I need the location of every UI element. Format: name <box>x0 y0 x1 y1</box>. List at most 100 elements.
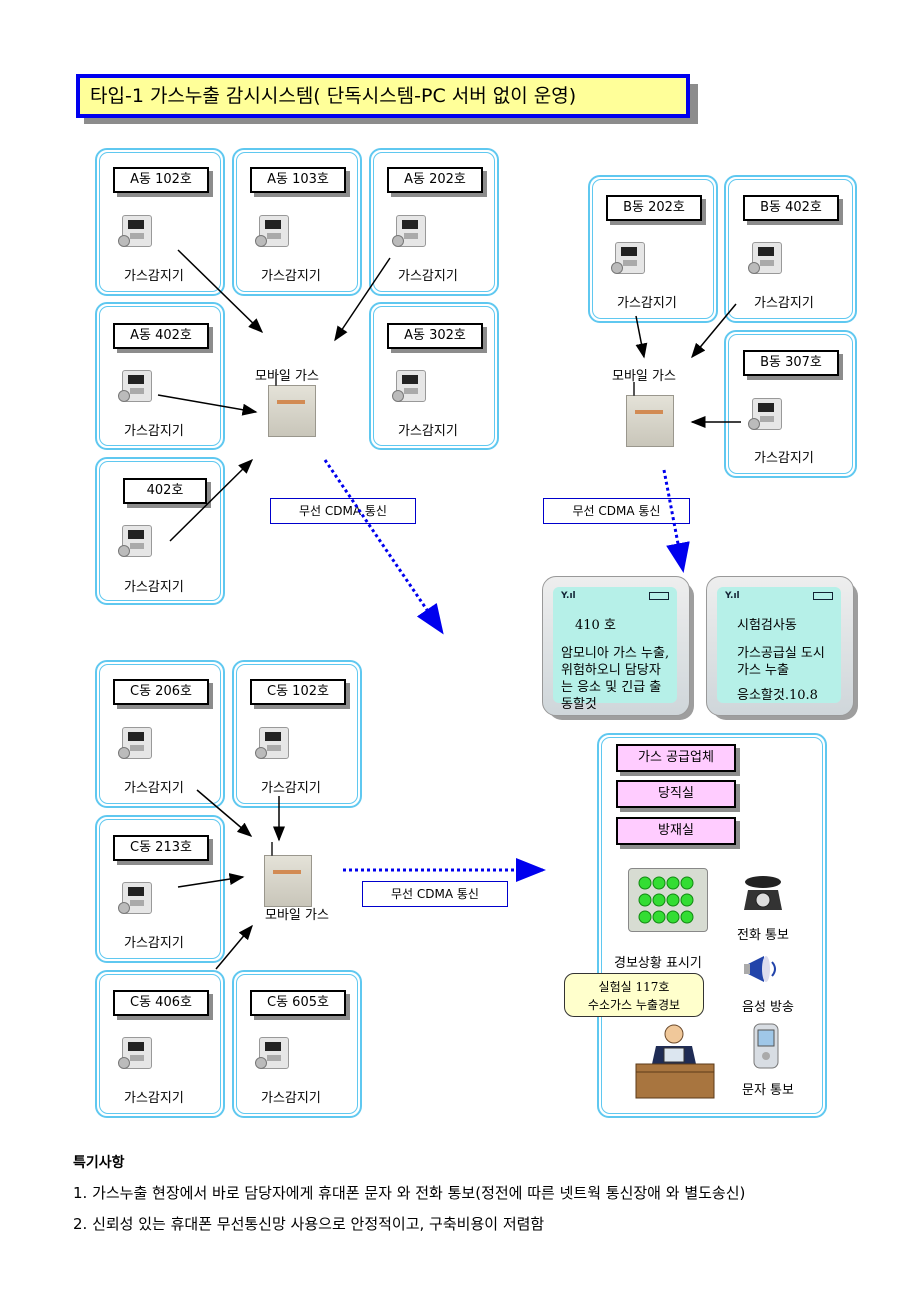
alarm-callout: 실험실 117호 수소가스 누출경보 <box>564 973 704 1017</box>
callout-line: 실험실 117호 <box>598 980 670 994</box>
unit-label-b202: B동 202호 <box>606 195 702 221</box>
supplier-label: 가스 공급업체 <box>616 744 736 772</box>
cdma-label: 무선 CDMA 통신 <box>362 881 508 907</box>
cdma-dotted-arrow <box>662 469 690 573</box>
detector-caption: 가스감지기 <box>124 781 184 796</box>
detector-caption: 가스감지기 <box>124 1091 184 1106</box>
phone-message-line: 위험하오니 담당자 <box>561 663 661 678</box>
gas-detector-icon <box>748 398 784 432</box>
gas-detector-icon <box>392 370 428 404</box>
arrow <box>169 458 254 542</box>
gas-detector-icon <box>611 242 647 276</box>
phone-message-line: 410 호 <box>575 618 616 633</box>
mobile-gas-device-icon <box>626 382 674 447</box>
mobile-gas-device-icon <box>268 372 316 437</box>
alarm-display-caption: 경보상황 표시기 <box>614 956 702 971</box>
phone-message-line: 동할것 <box>561 697 597 712</box>
phone-message-line: 암모니아 가스 누출, <box>561 646 670 661</box>
arrow <box>334 257 391 342</box>
unit-c605 <box>232 970 362 1118</box>
gas-detector-icon <box>118 727 154 761</box>
cellphone-icon <box>753 1023 779 1069</box>
unit-label-c406: C동 406호 <box>113 990 209 1016</box>
arrow <box>635 315 648 359</box>
arrow <box>177 249 264 334</box>
callout-line: 수소가스 누출경보 <box>587 998 681 1012</box>
cdma-label: 무선 CDMA 통신 <box>270 498 416 524</box>
operator-at-desk-icon <box>635 1024 715 1099</box>
phone-message-line: 가스공급실 도시 <box>737 646 825 661</box>
alarm-display-icon <box>628 868 708 932</box>
gas-detector-icon <box>118 370 154 404</box>
detector-caption: 가스감지기 <box>124 936 184 951</box>
gas-detector-icon <box>118 215 154 249</box>
unit-a102 <box>95 148 225 296</box>
phone-message-line: 는 응소 및 긴급 출 <box>561 680 662 695</box>
gas-detector-icon <box>255 215 291 249</box>
unit-label-c206: C동 206호 <box>113 679 209 705</box>
unit-label-402: 402호 <box>123 478 207 504</box>
arrow <box>691 303 737 359</box>
control-room-panel <box>597 733 827 1118</box>
unit-label-c102: C동 102호 <box>250 679 346 705</box>
diagram-title: 타입-1 가스누출 감시시스템( 단독시스템-PC 서버 없이 운영) <box>76 74 690 118</box>
cellphone-message-2: Y.ıl 시험검사동 가스공급실 도시 가스 누출 응소할것.10.8 <box>706 576 854 716</box>
note-line-2: 2. 신뢰성 있는 휴대폰 무선통신망 사용으로 안정적이고, 구축비용이 저렴… <box>73 1215 545 1233</box>
unit-a202 <box>369 148 499 296</box>
unit-a302 <box>369 302 499 450</box>
gas-detector-icon <box>255 1037 291 1071</box>
gas-detector-icon <box>118 1037 154 1071</box>
unit-402 <box>95 457 225 605</box>
cellphone-message-1: Y.ıl 410 호 암모니아 가스 누출, 위험하오니 담당자 는 응소 및 … <box>542 576 690 716</box>
note-line-1: 1. 가스누출 현장에서 바로 담당자에게 휴대폰 문자 와 전화 통보(정전에… <box>73 1184 746 1202</box>
megaphone-icon <box>744 956 776 982</box>
mobile-gas-label: 모바일 가스 <box>255 369 319 384</box>
cdma-label: 무선 CDMA 통신 <box>543 498 690 524</box>
unit-a402 <box>95 302 225 450</box>
detector-caption: 가스감지기 <box>754 451 814 466</box>
phone-message-line: 시험검사동 <box>737 618 797 633</box>
battery-icon <box>649 592 669 600</box>
mobile-gas-device-icon <box>264 842 312 907</box>
gas-detector-icon <box>392 215 428 249</box>
detector-caption: 가스감지기 <box>124 269 184 284</box>
arrow <box>177 873 245 888</box>
unit-label-b402: B동 402호 <box>743 195 839 221</box>
telephone-icon <box>744 876 782 910</box>
voice-broadcast-caption: 음성 방송 <box>742 1000 794 1015</box>
detector-caption: 가스감지기 <box>617 296 677 311</box>
unit-a103 <box>232 148 362 296</box>
unit-label-a402: A동 402호 <box>113 323 209 349</box>
arrow <box>215 924 253 970</box>
unit-label-a103: A동 103호 <box>250 167 346 193</box>
signal-icon: Y.ıl <box>561 591 576 601</box>
detector-caption: 가스감지기 <box>261 781 321 796</box>
arrow <box>157 394 258 416</box>
notes-heading: 특기사항 <box>73 1155 125 1171</box>
signal-icon: Y.ıl <box>725 591 740 601</box>
phone-message-line: 응소할것.10.8 <box>737 688 818 703</box>
detector-caption: 가스감지기 <box>124 424 184 439</box>
unit-c206 <box>95 660 225 808</box>
unit-label-a202: A동 202호 <box>387 167 483 193</box>
gas-detector-icon <box>118 882 154 916</box>
mobile-gas-label: 모바일 가스 <box>612 369 676 384</box>
disaster-room-label: 방재실 <box>616 817 736 845</box>
unit-b307 <box>724 330 857 478</box>
gas-detector-icon <box>748 242 784 276</box>
detector-caption: 가스감지기 <box>261 1091 321 1106</box>
unit-c102 <box>232 660 362 808</box>
unit-label-b307: B동 307호 <box>743 350 839 376</box>
detector-caption: 가스감지기 <box>754 296 814 311</box>
alarm-lamps <box>638 876 694 924</box>
detector-caption: 가스감지기 <box>398 424 458 439</box>
gas-detector-icon <box>118 525 154 559</box>
detector-caption: 가스감지기 <box>124 580 184 595</box>
phone-message-line: 가스 누출 <box>737 663 789 678</box>
mobile-gas-label: 모바일 가스 <box>265 908 329 923</box>
unit-label-a302: A동 302호 <box>387 323 483 349</box>
phone-call-caption: 전화 통보 <box>737 928 789 943</box>
unit-c406 <box>95 970 225 1118</box>
detector-caption: 가스감지기 <box>398 269 458 284</box>
